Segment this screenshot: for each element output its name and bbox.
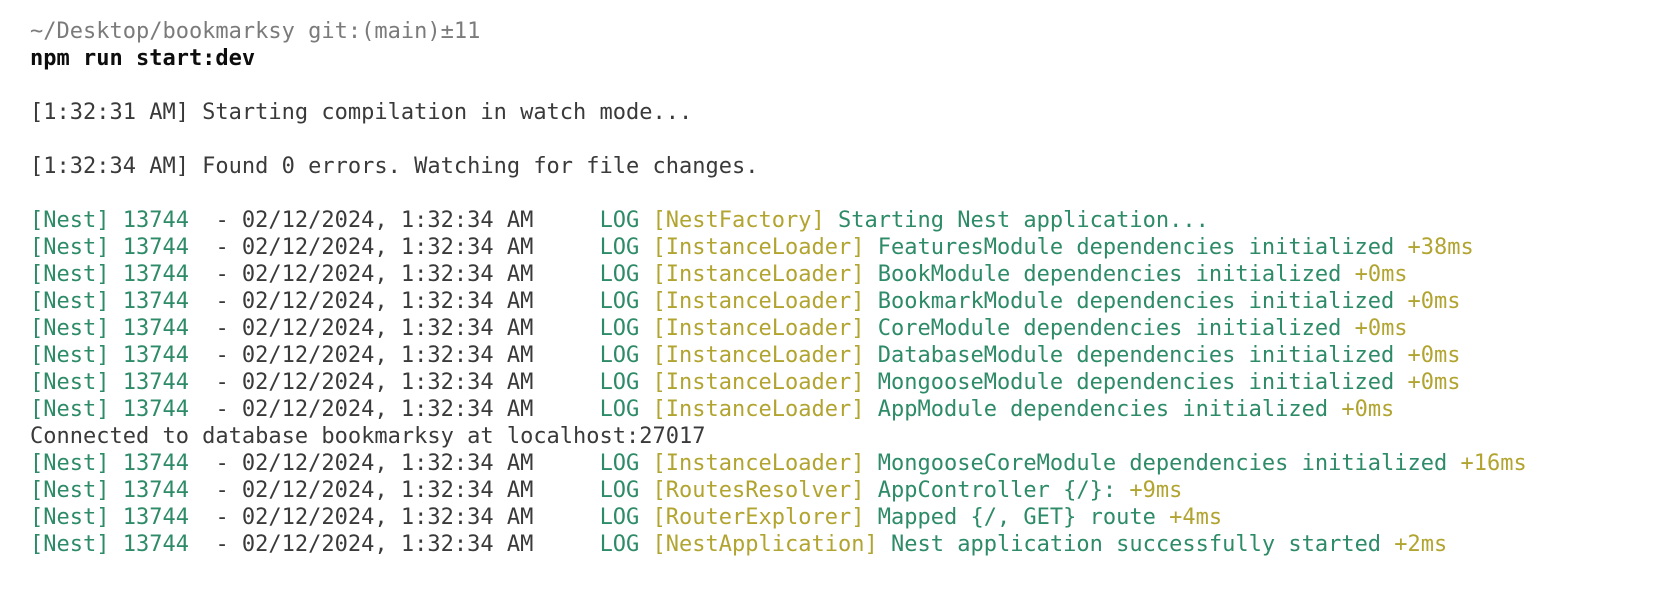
log-context: [InstanceLoader] xyxy=(639,262,878,287)
log-pid: [Nest] 13744 xyxy=(30,451,189,476)
log-level: LOG xyxy=(599,289,640,314)
log-line: [Nest] 13744 - 02/12/2024, 1:32:34 AM LO… xyxy=(30,450,1648,477)
log-context: [RoutesResolver] xyxy=(639,478,878,503)
log-level: LOG xyxy=(599,235,640,260)
log-duration: +4ms xyxy=(1155,505,1223,530)
log-message: Starting Nest application... xyxy=(838,208,1209,233)
log-level: LOG xyxy=(599,343,640,368)
log-message: BookModule dependencies initialized xyxy=(877,262,1342,287)
log-timestamp: - 02/12/2024, 1:32:34 AM xyxy=(188,316,600,341)
log-duration: +2ms xyxy=(1381,532,1448,557)
log-line: [Nest] 13744 - 02/12/2024, 1:32:34 AM LO… xyxy=(30,234,1648,261)
compile-start-line: [1:32:31 AM] Starting compilation in wat… xyxy=(30,100,693,125)
log-line: [Nest] 13744 - 02/12/2024, 1:32:34 AM LO… xyxy=(30,261,1648,288)
log-message: AppModule dependencies initialized xyxy=(877,397,1329,422)
log-line: [Nest] 13744 - 02/12/2024, 1:32:34 AM LO… xyxy=(30,207,1648,234)
log-timestamp: - 02/12/2024, 1:32:34 AM xyxy=(188,451,600,476)
log-message: Mapped {/, GET} route xyxy=(877,505,1156,530)
compile-done-line: [1:32:34 AM] Found 0 errors. Watching fo… xyxy=(30,154,759,179)
log-context: [RouterExplorer] xyxy=(639,505,878,530)
log-duration: +9ms xyxy=(1116,478,1183,503)
log-pid: [Nest] 13744 xyxy=(30,370,189,395)
log-level: LOG xyxy=(599,397,640,422)
log-timestamp: - 02/12/2024, 1:32:34 AM xyxy=(188,208,600,233)
log-pid: [Nest] 13744 xyxy=(30,505,189,530)
blank-line xyxy=(30,72,1648,99)
log-level: LOG xyxy=(599,532,640,557)
log-message: AppController {/}: xyxy=(877,478,1117,503)
log-pid: [Nest] 13744 xyxy=(30,316,189,341)
log-level: LOG xyxy=(599,316,640,341)
log-pid: [Nest] 13744 xyxy=(30,532,189,557)
blank-line xyxy=(30,126,1648,153)
log-level: LOG xyxy=(599,451,640,476)
log-timestamp: - 02/12/2024, 1:32:34 AM xyxy=(188,478,600,503)
log-context: [InstanceLoader] xyxy=(639,451,878,476)
log-pid: [Nest] 13744 xyxy=(30,262,189,287)
log-duration: +0ms xyxy=(1394,343,1461,368)
log-context: [InstanceLoader] xyxy=(639,343,878,368)
log-pid: [Nest] 13744 xyxy=(30,478,189,503)
log-message: DatabaseModule dependencies initialized xyxy=(877,343,1395,368)
log-pid: [Nest] 13744 xyxy=(30,208,189,233)
log-duration: +16ms xyxy=(1447,451,1527,476)
log-message: MongooseCoreModule dependencies initiali… xyxy=(877,451,1448,476)
log-message: CoreModule dependencies initialized xyxy=(877,316,1342,341)
log-level: LOG xyxy=(599,505,640,530)
log-timestamp: - 02/12/2024, 1:32:34 AM xyxy=(188,532,600,557)
log-message: Nest application successfully started xyxy=(890,532,1382,557)
log-line: [Nest] 13744 - 02/12/2024, 1:32:34 AM LO… xyxy=(30,396,1648,423)
log-context: [NestApplication] xyxy=(639,532,891,557)
log-context: [InstanceLoader] xyxy=(639,397,878,422)
log-timestamp: - 02/12/2024, 1:32:34 AM xyxy=(188,262,600,287)
log-context: [InstanceLoader] xyxy=(639,370,878,395)
log-duration: +0ms xyxy=(1341,262,1408,287)
log-level: LOG xyxy=(599,208,640,233)
log-line: [Nest] 13744 - 02/12/2024, 1:32:34 AM LO… xyxy=(30,288,1648,315)
log-timestamp: - 02/12/2024, 1:32:34 AM xyxy=(188,397,600,422)
log-timestamp: - 02/12/2024, 1:32:34 AM xyxy=(188,505,600,530)
log-timestamp: - 02/12/2024, 1:32:34 AM xyxy=(188,289,600,314)
log-level: LOG xyxy=(599,262,640,287)
log-duration: +0ms xyxy=(1394,370,1461,395)
log-timestamp: - 02/12/2024, 1:32:34 AM xyxy=(188,343,600,368)
log-pid: [Nest] 13744 xyxy=(30,235,189,260)
log-line: [Nest] 13744 - 02/12/2024, 1:32:34 AM LO… xyxy=(30,315,1648,342)
log-pid: [Nest] 13744 xyxy=(30,289,189,314)
log-pid: [Nest] 13744 xyxy=(30,343,189,368)
log-context: [InstanceLoader] xyxy=(639,235,878,260)
command-line: npm run start:dev xyxy=(30,46,256,71)
log-message: FeaturesModule dependencies initialized xyxy=(877,235,1395,260)
log-duration: +38ms xyxy=(1394,235,1474,260)
log-level: LOG xyxy=(599,478,640,503)
log-level: LOG xyxy=(599,370,640,395)
log-duration: +0ms xyxy=(1328,397,1395,422)
log-timestamp: - 02/12/2024, 1:32:34 AM xyxy=(188,235,600,260)
log-duration: +0ms xyxy=(1394,289,1461,314)
log-line: [Nest] 13744 - 02/12/2024, 1:32:34 AM LO… xyxy=(30,531,1648,558)
log-duration: +0ms xyxy=(1341,316,1408,341)
log-line: [Nest] 13744 - 02/12/2024, 1:32:34 AM LO… xyxy=(30,504,1648,531)
log-line: [Nest] 13744 - 02/12/2024, 1:32:34 AM LO… xyxy=(30,342,1648,369)
log-context: [NestFactory] xyxy=(639,208,838,233)
log-timestamp: - 02/12/2024, 1:32:34 AM xyxy=(188,370,600,395)
log-message: MongooseModule dependencies initialized xyxy=(877,370,1395,395)
prompt-line: ~/Desktop/bookmarksy git:(main)±11 xyxy=(30,19,481,44)
log-context: [InstanceLoader] xyxy=(639,289,878,314)
blank-line xyxy=(30,180,1648,207)
log-context: [InstanceLoader] xyxy=(639,316,878,341)
db-connection-line: Connected to database bookmarksy at loca… xyxy=(30,424,706,449)
log-pid: [Nest] 13744 xyxy=(30,397,189,422)
log-line: [Nest] 13744 - 02/12/2024, 1:32:34 AM LO… xyxy=(30,369,1648,396)
log-message: BookmarkModule dependencies initialized xyxy=(877,289,1395,314)
log-line: [Nest] 13744 - 02/12/2024, 1:32:34 AM LO… xyxy=(30,477,1648,504)
